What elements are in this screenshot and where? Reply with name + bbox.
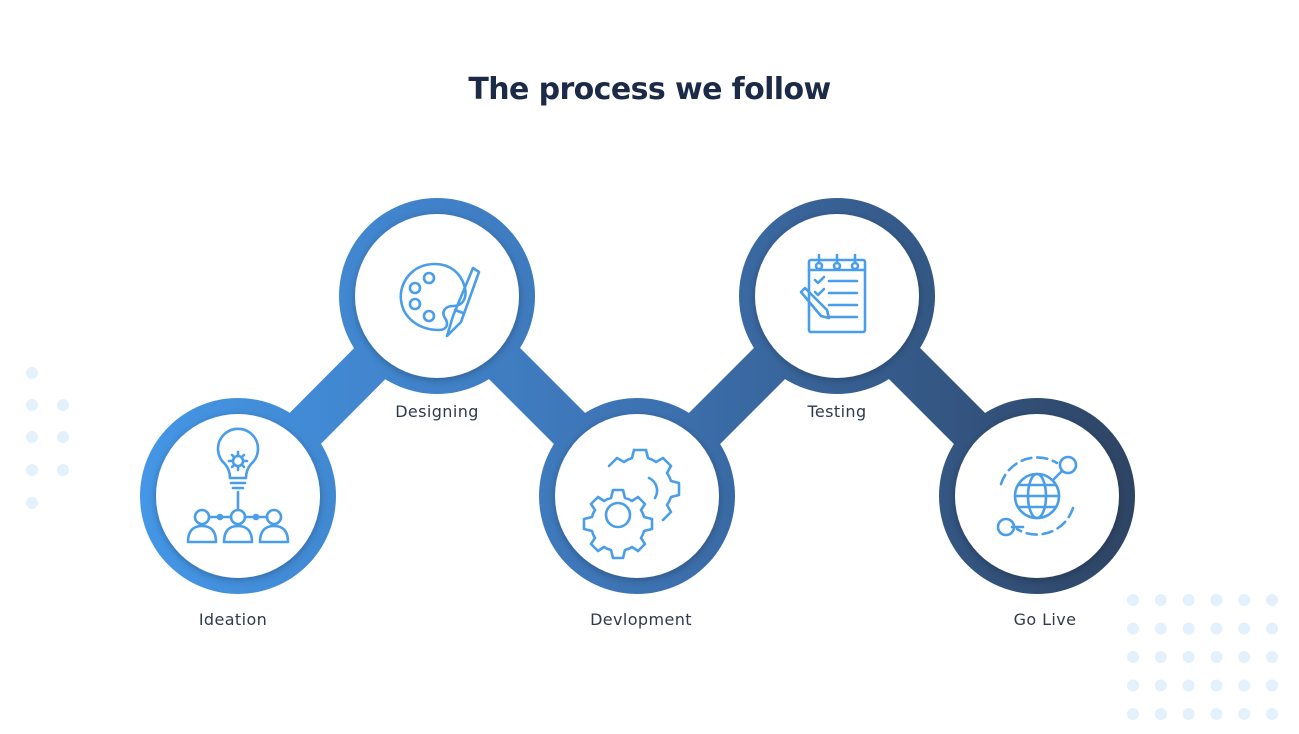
decor-dot: [1182, 594, 1195, 606]
palette-icon: [399, 262, 481, 338]
decor-dot: [1182, 651, 1195, 663]
decor-dot: [1238, 651, 1251, 663]
dot-pattern-right: [1127, 594, 1278, 720]
decor-dot: [1210, 594, 1223, 606]
decor-dot: [1127, 594, 1139, 606]
decor-dot: [1266, 622, 1278, 635]
decor-dot: [1127, 708, 1139, 720]
step-label-designing: Designing: [395, 402, 479, 421]
disc-development: [555, 414, 719, 578]
idea-team-icon: [186, 427, 290, 544]
decor-dot: [1154, 651, 1167, 663]
decor-dot: [1182, 622, 1195, 635]
dot-pattern-left: [26, 367, 69, 509]
step-label-ideation: Ideation: [198, 610, 268, 629]
gears-icon: [582, 448, 681, 560]
decor-dot: [1182, 679, 1195, 692]
globe-search-icon: [996, 455, 1078, 537]
decor-dot: [1266, 594, 1278, 606]
decor-dot: [1210, 679, 1223, 692]
decor-dot: [1266, 708, 1278, 720]
decor-dot: [1238, 622, 1251, 635]
page-title: The process we follow: [468, 72, 831, 107]
step-label-development: Devlopment: [590, 610, 692, 629]
decor-dot: [1210, 708, 1223, 720]
decor-dot: [1266, 651, 1278, 663]
disc-testing: [755, 214, 919, 378]
decor-dot: [1238, 679, 1251, 692]
decor-dot: [1127, 622, 1139, 635]
decor-dot: [1182, 708, 1195, 720]
disc-designing: [355, 214, 519, 378]
decor-dot: [1154, 594, 1167, 606]
checklist-icon: [799, 253, 867, 334]
decor-dot: [1210, 622, 1223, 635]
decor-dot: [1127, 651, 1139, 663]
step-label-testing: Testing: [807, 402, 867, 421]
decor-dot: [1127, 679, 1139, 692]
decor-dot: [1266, 679, 1278, 692]
decor-dot: [1238, 594, 1251, 606]
decor-dot: [1154, 708, 1167, 720]
decor-dot: [1154, 622, 1167, 635]
step-label-golive: Go Live: [1013, 610, 1077, 629]
decor-dot: [1154, 679, 1167, 692]
decor-dot: [1210, 651, 1223, 663]
decor-dot: [1238, 708, 1251, 720]
